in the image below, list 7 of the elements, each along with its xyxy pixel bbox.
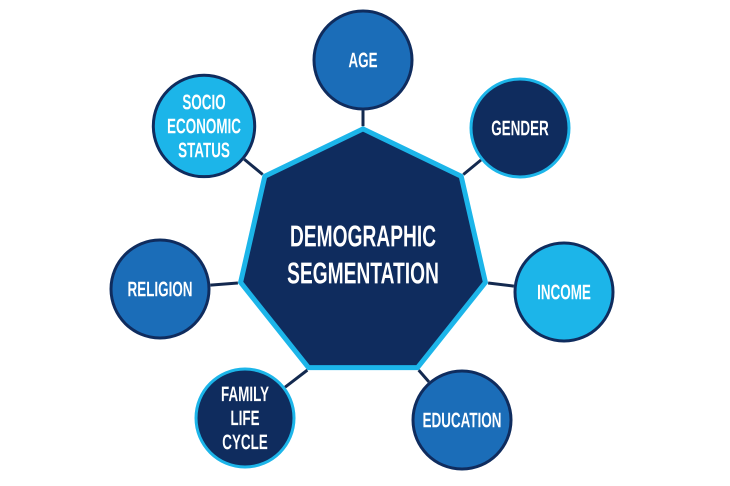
connector-line [284, 368, 308, 388]
connector-line [243, 158, 264, 176]
connector-line [210, 282, 238, 287]
connector-line [362, 110, 364, 126]
connector-line [462, 158, 482, 176]
connector-line [488, 282, 514, 288]
connector-line [418, 369, 430, 383]
